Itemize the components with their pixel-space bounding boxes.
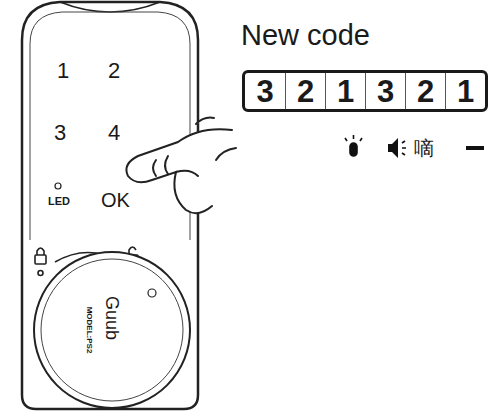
ok-key: OK bbox=[101, 190, 130, 210]
code-heading: New code bbox=[241, 21, 370, 50]
beep-sound: 嘀 bbox=[414, 138, 434, 158]
code-digit-cell: 1 bbox=[325, 73, 365, 109]
pointing-finger bbox=[126, 118, 236, 214]
speaker-icon bbox=[388, 138, 406, 158]
key-number: 3 bbox=[54, 122, 66, 144]
knob-inner bbox=[41, 259, 183, 401]
led-label: LED bbox=[48, 196, 70, 207]
led-dot bbox=[55, 183, 61, 189]
brand-name: Guub bbox=[103, 296, 121, 340]
key-number: 1 bbox=[57, 60, 69, 82]
keypad-panel bbox=[30, 12, 190, 240]
beep-dash bbox=[466, 146, 484, 150]
code-digit: 3 bbox=[256, 76, 273, 107]
code-digit: 1 bbox=[337, 76, 354, 107]
key-number: 4 bbox=[108, 122, 120, 144]
knob-screw bbox=[148, 289, 156, 297]
model-text: MODEL:PS2 bbox=[85, 307, 93, 354]
code-digit: 2 bbox=[417, 76, 434, 107]
housing-top-curve bbox=[60, 2, 160, 12]
keypad-panel-edge bbox=[30, 44, 31, 240]
code-digit: 2 bbox=[297, 76, 314, 107]
key-number: 2 bbox=[108, 60, 120, 82]
code-digit-cell: 3 bbox=[365, 73, 405, 109]
code-digit-cell: 1 bbox=[445, 73, 485, 109]
code-digit-cell: 3 bbox=[245, 73, 285, 109]
code-digit-cell: 2 bbox=[285, 73, 325, 109]
code-frame: New code321321 bbox=[242, 70, 488, 112]
code-digit: 3 bbox=[377, 76, 394, 107]
code-digit-cell: 2 bbox=[405, 73, 445, 109]
knob-outer bbox=[34, 252, 190, 408]
light-icon bbox=[345, 135, 362, 156]
lock-housing bbox=[22, 2, 198, 409]
code-digit: 1 bbox=[457, 76, 474, 107]
